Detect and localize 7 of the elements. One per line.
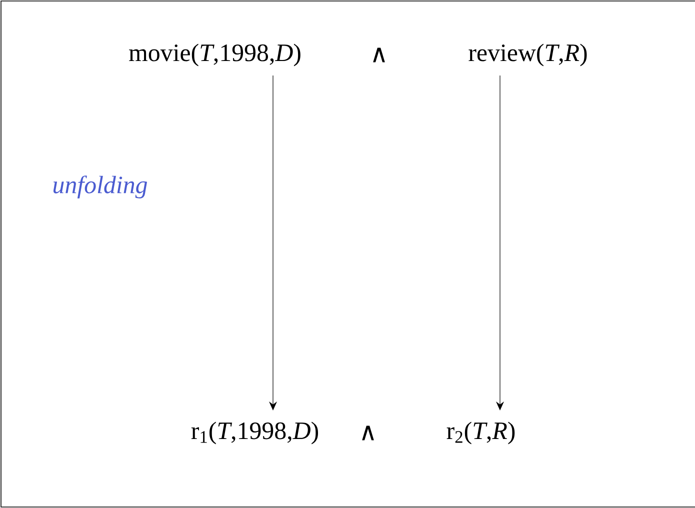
formula-term: r$_{2}$(T,R) <box>446 422 515 444</box>
formula-term: review(T,R) <box>468 44 587 66</box>
conjunction-symbol: ∧ <box>373 48 385 62</box>
formula-term: r$_{1}$(T,1998,D) <box>191 422 318 444</box>
annotation-text: unfolding <box>54 176 148 198</box>
conjunction-symbol: ∧ <box>362 426 374 440</box>
formula-term: movie(T,1998,D) <box>129 44 300 66</box>
